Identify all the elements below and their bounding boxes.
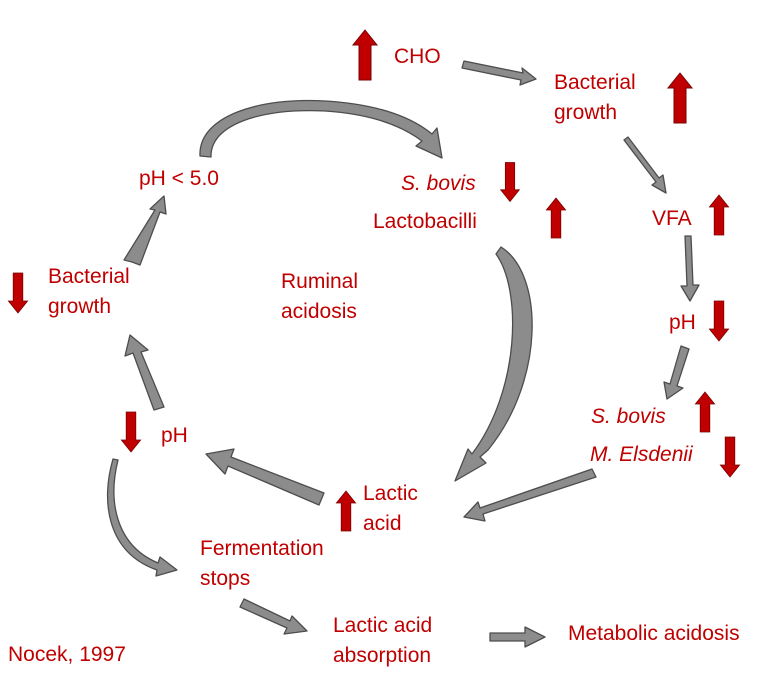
label-s-bovis-top: S. bovis	[401, 172, 476, 195]
lactic-acid-up-arrow-icon	[335, 490, 357, 532]
label-m-elsdenii: M. Elsdenii	[590, 443, 693, 466]
label-lactic-acid-absorption: Lactic acid absorption	[333, 614, 433, 667]
label-metabolic-acidosis: Metabolic acidosis	[568, 622, 740, 645]
label-bacterial-growth-left: Bacterial growth	[48, 265, 130, 318]
label-s-bovis-right: S. bovis	[591, 405, 666, 428]
label-lactobacilli: Lactobacilli	[373, 210, 477, 233]
label-bacterial-growth-top: Bacterial growth	[554, 71, 636, 124]
bacterial-growth-up-arrow-icon	[667, 72, 693, 124]
s-bovis-right-up-arrow-icon	[695, 391, 715, 433]
cho-up-arrow-icon	[352, 29, 378, 81]
flow-m-elsdenii-to-lactic-acid	[463, 468, 597, 522]
label-ph-right: pH	[669, 311, 696, 334]
flow-absorption-to-metabolic-acidosis	[489, 626, 546, 648]
label-fermentation-stops: Fermentation stops	[200, 537, 324, 590]
flow-lactobacilli-to-lactic-acid	[454, 246, 533, 482]
citation: Nocek, 1997	[8, 643, 126, 666]
flow-cho-to-bacterial-growth	[461, 60, 537, 86]
m-elsdenii-down-arrow-icon	[720, 436, 740, 478]
flow-ph-to-bacterial-growth	[124, 334, 165, 411]
label-ruminal-acidosis: Ruminal acidosis	[281, 270, 359, 323]
vfa-up-arrow-icon	[709, 194, 729, 236]
label-vfa: VFA	[652, 207, 692, 230]
label-cho: CHO	[394, 45, 441, 68]
flow-fermentation-to-absorption	[239, 598, 308, 635]
flow-ph-to-fermentation-stops	[106, 458, 178, 577]
label-lactic-acid: Lactic acid	[363, 482, 418, 535]
flow-bacterial-growth-to-vfa	[623, 136, 667, 194]
s-bovis-down-arrow-icon	[500, 162, 520, 202]
ph-right-down-arrow-icon	[709, 300, 729, 342]
bacterial-growth-left-down-arrow-icon	[7, 272, 29, 314]
lactobacilli-up-arrow-icon	[546, 197, 566, 239]
flow-vfa-to-ph	[680, 235, 700, 302]
flow-lactic-acid-to-ph	[205, 448, 325, 506]
ph-left-down-arrow-icon	[121, 411, 142, 453]
label-ph-lt-5: pH < 5.0	[139, 167, 219, 190]
flow-ph-lt-5-to-s-bovis	[199, 99, 443, 159]
flow-bacterial-growth-to-ph-lt-5	[123, 195, 167, 266]
label-ph-left: pH	[161, 424, 188, 447]
flow-ph-to-s-bovis	[663, 345, 690, 400]
